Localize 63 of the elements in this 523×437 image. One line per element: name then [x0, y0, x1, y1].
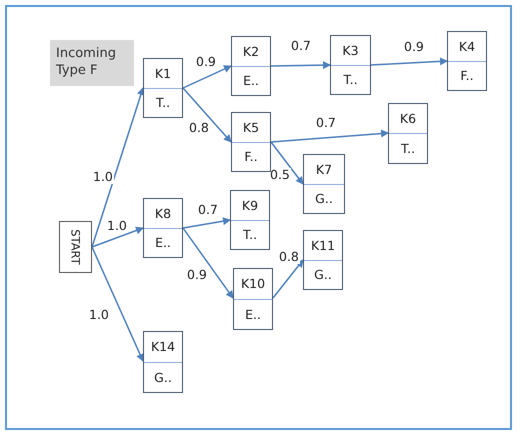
state-id: K11 [304, 231, 342, 260]
state-type: F.. [459, 67, 475, 86]
state-box [230, 190, 270, 250]
state-id: K5 [232, 113, 270, 142]
arrow [91, 246, 144, 362]
state-box [143, 58, 183, 118]
state-id: K10 [234, 269, 272, 300]
state-id: K2 [232, 37, 270, 66]
edge-label: 0.9 [186, 268, 208, 282]
state-type: E.. [242, 72, 260, 90]
state-id: K9 [231, 191, 269, 220]
state-id: K14 [144, 332, 182, 362]
edge-label: 0.7 [197, 203, 219, 217]
state-type: E.. [154, 234, 172, 252]
state-box [143, 331, 183, 393]
start-box [59, 221, 92, 273]
arrow [92, 226, 144, 248]
state-box [388, 103, 428, 164]
edge-label: 0.7 [290, 39, 312, 53]
edge-label: 0.7 [315, 116, 337, 130]
arrow [270, 142, 304, 185]
state-id: K8 [144, 199, 182, 228]
note-label: Incoming Type F [50, 40, 134, 86]
state-type: G.. [313, 266, 333, 284]
arrow [182, 217, 231, 229]
state-box [303, 230, 343, 290]
edge-label: 1.0 [106, 219, 128, 233]
state-box [231, 36, 271, 96]
edge-label: 0.5 [269, 168, 291, 182]
arrow [91, 87, 145, 248]
state-box [447, 31, 487, 91]
state-type: T.. [400, 140, 416, 158]
state-box [330, 35, 371, 95]
edge-label: 1.0 [92, 170, 114, 184]
arrow [270, 61, 331, 70]
state-type: E.. [244, 306, 262, 324]
edge-label: 0.8 [188, 121, 210, 135]
edge-label: 0.9 [195, 55, 217, 69]
state-id: K3 [331, 36, 370, 66]
state-box [143, 198, 183, 258]
arrow [182, 88, 232, 143]
arrow [272, 259, 304, 298]
state-type: F.. [243, 148, 259, 166]
arrow [182, 228, 234, 299]
state-box [231, 112, 271, 172]
edge-label: 1.0 [88, 308, 110, 322]
arrow [370, 57, 448, 66]
start-text: START [68, 229, 82, 265]
state-type: T.. [242, 226, 258, 244]
arrow [182, 65, 232, 89]
edge-label: 0.8 [278, 250, 300, 264]
state-type: T.. [154, 94, 172, 112]
state-type: G.. [153, 368, 173, 387]
state-id: K7 [304, 155, 344, 184]
state-box [233, 268, 273, 330]
state-type: T.. [342, 71, 359, 90]
edge-label: 0.9 [403, 40, 425, 54]
state-box [303, 154, 345, 214]
arrow [270, 130, 389, 143]
state-id: K1 [144, 59, 182, 88]
state-type: G.. [314, 190, 334, 208]
state-id: K4 [448, 32, 486, 62]
state-id: K6 [389, 104, 427, 134]
